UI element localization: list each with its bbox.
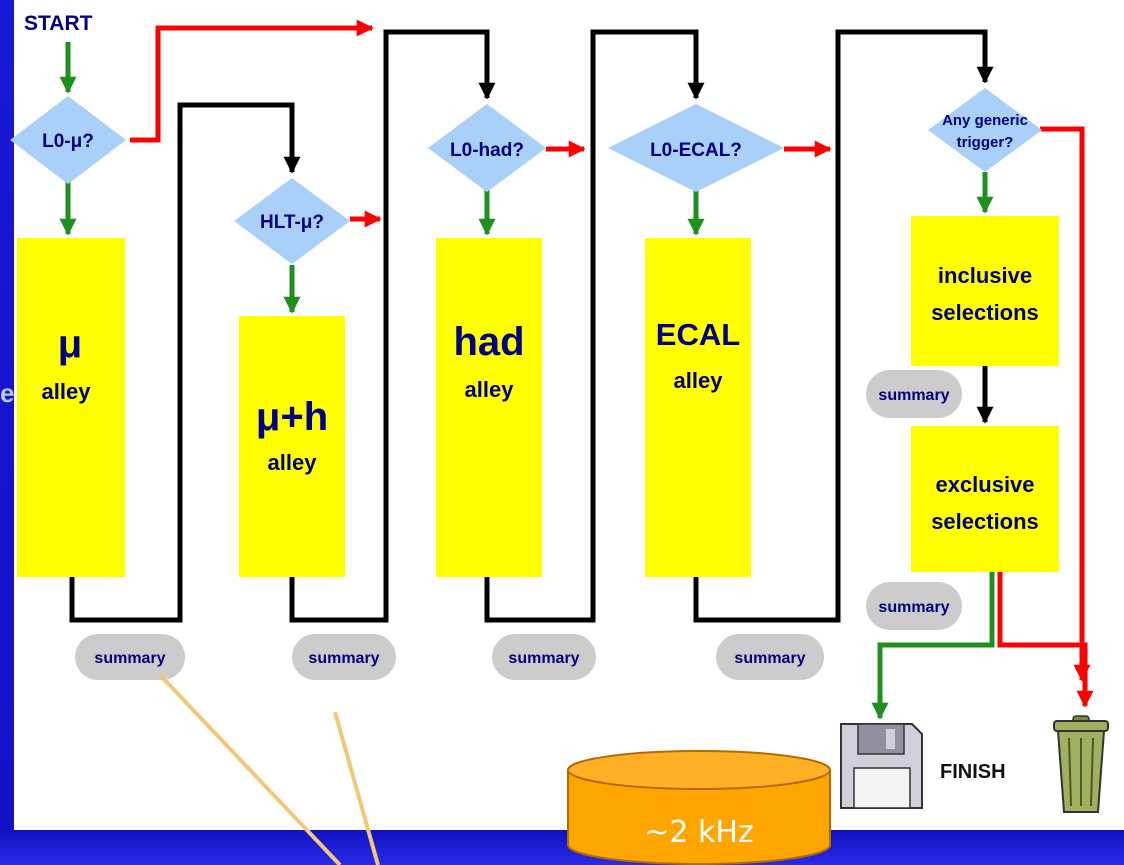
decision-diamonds: [10, 88, 1042, 264]
cutoff-letter: e: [0, 378, 15, 408]
finish-label: FINISH: [940, 761, 1006, 783]
inclusive-label-2: selections: [931, 300, 1039, 325]
flow-connectors-black: [69, 29, 994, 623]
arrow-l0mu-reject: [130, 19, 374, 143]
summary-label-1: summary: [94, 650, 165, 667]
alley-box-ecal: [645, 238, 751, 577]
summary-label-3: summary: [508, 650, 579, 667]
diamond-l0had: [428, 104, 546, 192]
arrow-exclusive-to-trash: [997, 572, 1094, 708]
summary-pills: [75, 370, 962, 680]
alley-title-mu: μ: [58, 322, 82, 366]
callout-line-2: [333, 711, 380, 865]
diamond-l0ecal: [608, 104, 784, 192]
alley-title-muh: μ+h: [256, 395, 328, 439]
decision-label-l0had: L0-had?: [450, 140, 524, 161]
alley-sub-had: alley: [465, 377, 515, 402]
alley-sub-muh: alley: [268, 450, 318, 475]
summary-label-2: summary: [308, 650, 379, 667]
summary-label-6: summary: [878, 599, 949, 616]
alley-title-had: had: [453, 320, 524, 364]
floppy-disk-icon: [840, 723, 923, 809]
exclusive-label-1: exclusive: [935, 472, 1034, 497]
decision-label-l0mu: L0-μ?: [42, 131, 94, 152]
connector-ecal-to-generic: [693, 29, 994, 623]
arrow-exclusive-to-disk: [871, 572, 995, 720]
alley-sub-mu: alley: [42, 379, 92, 404]
summary-label-5: summary: [878, 387, 949, 404]
flow-arrows-red: [130, 19, 1094, 708]
callout-lines: [158, 673, 380, 865]
summary-pill-1: [75, 634, 185, 680]
summary-label-4: summary: [734, 650, 805, 667]
decision-label-l0ecal: L0-ECAL?: [650, 140, 742, 161]
alley-boxes: [17, 216, 1059, 577]
decision-label-generic-2: trigger?: [957, 134, 1014, 151]
decision-label-hltmu: HLT-μ?: [260, 212, 324, 233]
slide-footer-band: [0, 830, 1124, 865]
summary-pill-6: [866, 582, 962, 630]
alley-box-mu: [17, 238, 125, 577]
connector-muh-to-l0had: [289, 29, 496, 623]
connector-mu-to-hltmu: [69, 102, 301, 623]
summary-pill-2: [292, 634, 396, 680]
alley-sub-ecal: alley: [674, 368, 724, 393]
inclusive-box: [911, 216, 1059, 366]
alley-box-had: [436, 238, 542, 577]
alley-title-ecal: ECAL: [656, 317, 740, 352]
trash-can-icon: [1053, 715, 1109, 813]
arrow-generic-reject: [1040, 126, 1091, 682]
diamond-l0mu: [10, 96, 126, 184]
diamond-generic: [928, 88, 1042, 172]
exclusive-label-2: selections: [931, 509, 1039, 534]
rate-label: ~2 kHz: [644, 815, 753, 850]
inclusive-label-1: inclusive: [938, 263, 1032, 288]
alley-box-muh: [239, 316, 345, 577]
connector-had-to-l0ecal: [484, 29, 705, 623]
summary-pill-5: [866, 370, 962, 418]
storage-cylinder: [567, 750, 831, 865]
flow-arrows-green: [59, 42, 995, 720]
start-label: START: [24, 12, 93, 35]
exclusive-box: [911, 426, 1059, 572]
callout-line-1: [158, 673, 342, 865]
decision-label-generic-1: Any generic: [942, 112, 1028, 129]
diamond-hltmu: [234, 178, 350, 264]
summary-pill-3: [492, 634, 596, 680]
summary-pill-4: [716, 634, 824, 680]
